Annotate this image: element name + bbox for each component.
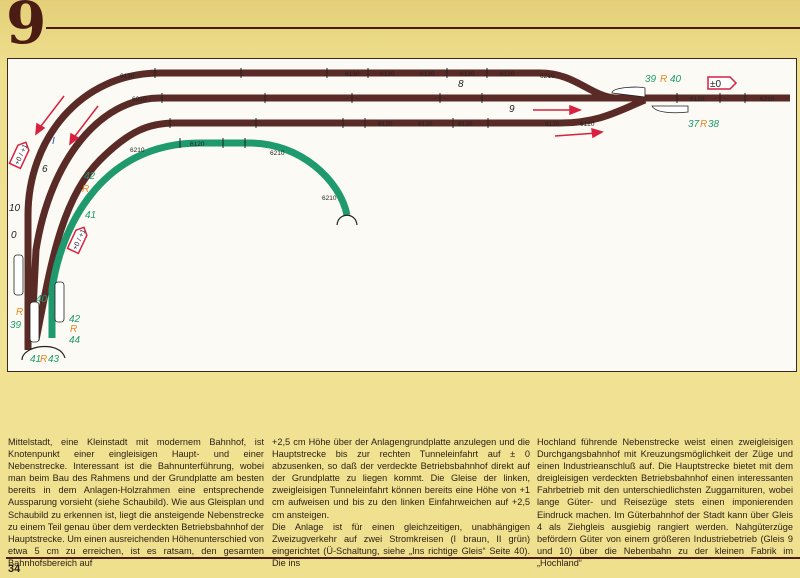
arrow-icon bbox=[591, 127, 604, 139]
track-label: 6130 bbox=[380, 71, 395, 78]
circuit-label: I bbox=[52, 136, 55, 147]
track-label: 6210 bbox=[130, 147, 145, 154]
connection-label: 39 bbox=[645, 74, 657, 85]
connection-label: 41 bbox=[30, 354, 41, 365]
track-label: 6130 bbox=[345, 71, 360, 78]
paragraph: Die Anlage ist für einen gleichzeitigen,… bbox=[272, 521, 530, 568]
switch-motor bbox=[651, 105, 689, 114]
track-branch-green bbox=[48, 139, 351, 338]
track-label: 6120 bbox=[190, 141, 205, 148]
switch-motor bbox=[611, 86, 646, 98]
connection-label: 37 bbox=[688, 119, 700, 130]
track-main-middle bbox=[28, 94, 790, 331]
track-label: 6210 bbox=[760, 96, 775, 103]
track-label: 6120 bbox=[690, 96, 705, 103]
track-label: 6120 bbox=[580, 121, 595, 128]
item-number: 10 bbox=[9, 203, 21, 214]
connection-label: 41 bbox=[85, 210, 96, 221]
connection-label: 40 bbox=[670, 74, 682, 85]
track-label: 6210 bbox=[540, 73, 555, 80]
connection-label: 42 bbox=[84, 171, 96, 182]
height-marker bbox=[8, 141, 30, 170]
arrow-icon bbox=[569, 104, 583, 116]
track-label: 6120 bbox=[500, 71, 515, 78]
arrow-icon bbox=[69, 132, 80, 146]
page-number: 34 bbox=[8, 563, 21, 575]
connection-label: 44 bbox=[69, 335, 81, 346]
connection-label: 43 bbox=[48, 354, 60, 365]
height-marker bbox=[707, 76, 738, 90]
text-column-2: +2,5 cm Höhe über der Anlagengrundplatte… bbox=[272, 436, 530, 569]
chapter-number: 9 bbox=[6, 0, 47, 57]
track-label: 6130 bbox=[418, 121, 433, 128]
footer-rule bbox=[6, 557, 800, 559]
connection-label: R bbox=[660, 74, 667, 85]
track-end-bumper bbox=[336, 214, 358, 226]
connection-label: R bbox=[40, 354, 47, 365]
track-main-outer bbox=[24, 69, 616, 350]
track-label: 6130 bbox=[120, 73, 135, 80]
connection-label: R bbox=[82, 184, 89, 195]
track-label: 6210 bbox=[322, 195, 337, 202]
switch-motor bbox=[29, 301, 40, 343]
item-number: 8 bbox=[458, 79, 464, 90]
track-label: 6210 bbox=[132, 96, 147, 103]
item-number: 9 bbox=[509, 104, 515, 115]
switch-motor bbox=[54, 281, 65, 323]
height-marker-label: ±0 bbox=[710, 79, 721, 90]
track-main-inner bbox=[32, 96, 647, 341]
track-label: 6120 bbox=[378, 121, 393, 128]
tunnel-portal-left bbox=[21, 345, 66, 361]
header-rule bbox=[46, 27, 800, 29]
connection-label: R bbox=[700, 119, 707, 130]
track-label: 6120 bbox=[545, 121, 560, 128]
paragraph: +2,5 cm Höhe über der Anlagengrundplatte… bbox=[272, 437, 530, 520]
track-label: 6130 bbox=[460, 71, 475, 78]
connection-label: 39 bbox=[10, 320, 22, 331]
text-column-3: Hochland führende Nebenstrecke weist ein… bbox=[537, 437, 793, 568]
text-column-1: Mittelstadt, eine Kleinstadt mit moderne… bbox=[8, 437, 264, 568]
track-label: 6130 bbox=[458, 121, 473, 128]
connection-label: 42 bbox=[69, 314, 81, 325]
item-number: 6 bbox=[42, 164, 48, 175]
connection-label: 40 bbox=[36, 294, 48, 305]
switch-motor bbox=[13, 254, 24, 296]
connection-label: 38 bbox=[708, 119, 720, 130]
item-number: 0 bbox=[11, 230, 17, 241]
connection-label: R bbox=[70, 324, 77, 335]
track-label: 6210 bbox=[270, 150, 285, 157]
track-label: 6130 bbox=[420, 71, 435, 78]
connection-label: R bbox=[16, 307, 23, 318]
height-marker bbox=[66, 226, 88, 255]
arrow-icon bbox=[35, 122, 46, 136]
